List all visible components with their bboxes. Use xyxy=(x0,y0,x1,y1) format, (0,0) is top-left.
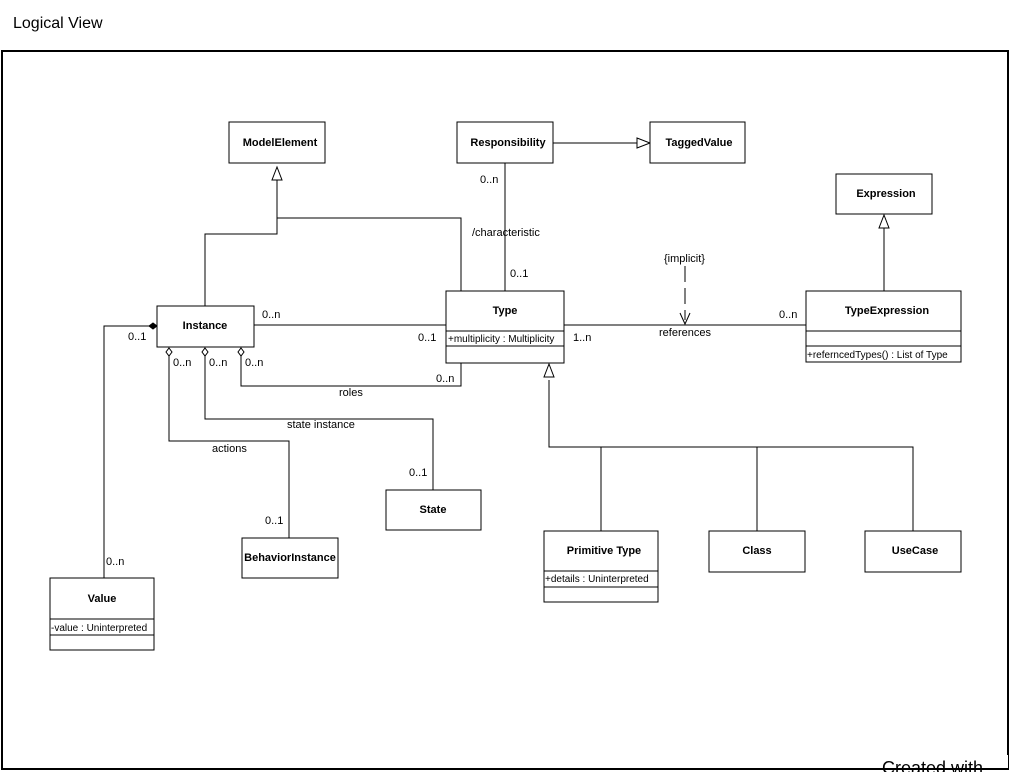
multiplicity-label: 0..n xyxy=(173,357,191,369)
roles-association xyxy=(240,356,462,387)
class-type[interactable] xyxy=(445,290,565,364)
expression-generalization-arrow xyxy=(878,213,890,229)
type-attribute: +multiplicity : Multiplicity xyxy=(448,334,554,345)
multiplicity-label: 0..n xyxy=(480,174,498,186)
constraint-label-implicit: {implicit} xyxy=(664,253,705,265)
footer-text: Created with xyxy=(882,758,983,772)
multiplicity-label: 0..1 xyxy=(409,467,427,479)
value-name: Value xyxy=(88,593,117,605)
tagged-value-generalization-arrow xyxy=(636,137,652,149)
association-label-references: references xyxy=(659,327,711,339)
class-instance[interactable] xyxy=(156,305,255,348)
behavior-instance-name: BehaviorInstance xyxy=(244,552,336,564)
implicit-dependency-arrowhead xyxy=(679,312,691,326)
multiplicity-label: 0..1 xyxy=(265,515,283,527)
type-generalization-arrow xyxy=(543,362,555,378)
role-label-state-instance: state instance xyxy=(287,419,355,431)
multiplicity-label: 0..1 xyxy=(128,331,146,343)
composition-diamond xyxy=(148,322,158,330)
class-model-element[interactable] xyxy=(228,121,326,164)
state-aggregation-diamond xyxy=(201,347,209,357)
class-responsibility[interactable] xyxy=(456,121,554,164)
multiplicity-label: 0..n xyxy=(245,357,263,369)
multiplicity-label: 0..1 xyxy=(418,332,436,344)
model-element-generalization-arrow xyxy=(271,165,283,181)
type-expression-operation: +referncedTypes() : List of Type xyxy=(807,350,948,361)
instance-name: Instance xyxy=(183,320,228,332)
class-name: Class xyxy=(742,545,771,557)
multiplicity-label: 0..n xyxy=(209,357,227,369)
multiplicity-label: 1..n xyxy=(573,332,591,344)
expression-name: Expression xyxy=(856,188,916,200)
page-title: Logical View xyxy=(13,15,103,32)
class-primitive-type[interactable] xyxy=(543,530,659,603)
diagram-frame xyxy=(1,50,1009,770)
type-generalization-line xyxy=(277,217,462,291)
class-class[interactable] xyxy=(708,530,806,573)
multiplicity-label: 0..n xyxy=(779,309,797,321)
role-label-actions: actions xyxy=(212,443,247,455)
class-tagged-value[interactable] xyxy=(649,121,746,164)
responsibility-name: Responsibility xyxy=(470,137,546,149)
class-state[interactable] xyxy=(385,489,482,531)
type-expression-name: TypeExpression xyxy=(845,305,929,317)
tagged-value-name: TaggedValue xyxy=(665,137,732,149)
roles-aggregation-diamond xyxy=(237,347,245,357)
use-case-name: UseCase xyxy=(892,545,938,557)
type-name: Type xyxy=(493,305,518,317)
class-behavior-instance[interactable] xyxy=(241,537,339,579)
class-value[interactable] xyxy=(49,577,155,651)
class-use-case[interactable] xyxy=(864,530,962,573)
multiplicity-label: 0..n xyxy=(106,556,124,568)
multiplicity-label: 0..n xyxy=(436,373,454,385)
footer-backdrop xyxy=(870,755,1008,768)
role-label-characteristic: /characteristic xyxy=(472,227,540,239)
multiplicity-label: 0..1 xyxy=(510,268,528,280)
model-element-name: ModelElement xyxy=(243,137,318,149)
instance-generalization-line xyxy=(204,180,278,306)
class-type-expression[interactable] xyxy=(805,290,962,363)
instance-value-association xyxy=(103,325,149,578)
subtype-generalization-tree xyxy=(548,380,914,531)
role-label-roles: roles xyxy=(339,387,363,399)
primitive-type-attribute: +details : Uninterpreted xyxy=(545,574,649,585)
primitive-type-name: Primitive Type xyxy=(567,545,641,557)
state-name: State xyxy=(420,504,447,516)
multiplicity-label: 0..n xyxy=(262,309,280,321)
value-attribute: -value : Uninterpreted xyxy=(51,623,147,634)
class-expression[interactable] xyxy=(835,173,933,215)
actions-aggregation-diamond xyxy=(165,347,173,357)
state-instance-association xyxy=(204,356,434,490)
actions-association xyxy=(168,356,290,538)
